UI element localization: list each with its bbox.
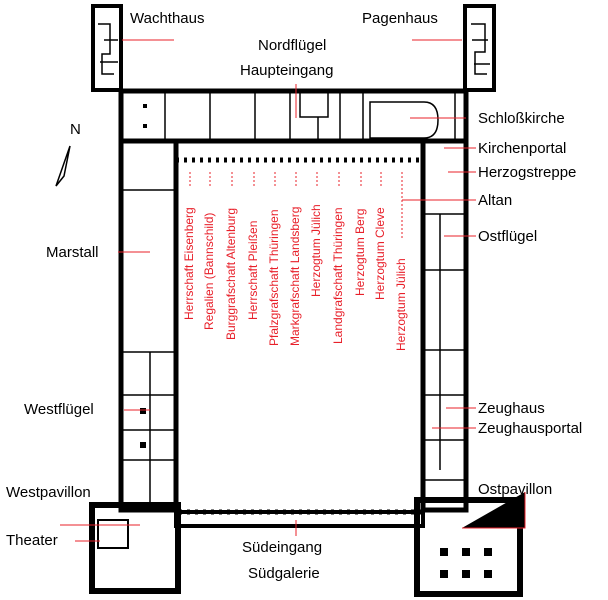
- ostfluegel-building: [420, 138, 469, 513]
- coat-of-arms-label: Herrschaft Eisenberg: [182, 207, 196, 320]
- leader-lines: [60, 39, 526, 542]
- coat-of-arms-label: Herzogtum Berg: [353, 208, 367, 296]
- label-north: N: [70, 121, 81, 138]
- nordfluegel-building: [118, 88, 469, 144]
- coat-of-arms-label: Herzogtum Cleve: [373, 207, 387, 300]
- westfluegel-building: [118, 138, 179, 513]
- label-westpavillon: Westpavillon: [6, 484, 91, 501]
- label-theater: Theater: [6, 532, 58, 549]
- ostpavillon-building: [414, 497, 523, 597]
- coat-of-arms-label: Herzogtum Jülich: [309, 204, 323, 297]
- red-dashes: [189, 172, 403, 240]
- label-marstall: Marstall: [46, 244, 99, 261]
- label-altan: Altan: [478, 192, 513, 209]
- coat-of-arms-label: Landgrafschaft Thüringen: [331, 207, 345, 344]
- label-kirchenportal: Kirchenportal: [478, 140, 567, 157]
- coat-of-arms-label: Herzogtum Jülich: [394, 258, 408, 351]
- label-herzogstreppe: Herzogstreppe: [478, 164, 577, 181]
- courtyard: [173, 157, 426, 515]
- wachthaus-building: [91, 4, 123, 92]
- label-wachthaus: Wachthaus: [130, 10, 205, 27]
- label-pagenhaus: Pagenhaus: [362, 10, 438, 27]
- label-nordfluegel: Nordflügel: [258, 37, 327, 54]
- westpavillon-building: [89, 502, 181, 594]
- coat-of-arms-label: Regalien (Bannschild): [202, 212, 216, 330]
- label-suedgalerie: Südgalerie: [248, 565, 320, 582]
- label-haupteingang: Haupteingang: [240, 62, 334, 79]
- coat-of-arms-label: Markgrafschaft Landsberg: [288, 206, 302, 346]
- label-suedeingang: Südeingang: [242, 539, 323, 556]
- theater-room: [97, 519, 129, 549]
- building-walls: [89, 4, 523, 597]
- coat-of-arms-label: Pfalzgrafschaft Thüringen: [267, 209, 281, 346]
- label-zeughausportal: Zeughausportal: [478, 420, 583, 437]
- compass: [55, 145, 71, 187]
- coat-of-arms-label: Herrschaft Pleißen: [246, 220, 260, 320]
- label-ostpavillon: Ostpavillon: [478, 481, 553, 498]
- label-westfluegel: Westflügel: [24, 401, 94, 418]
- label-zeughaus: Zeughaus: [478, 400, 545, 417]
- label-ostfluegel: Ostflügel: [478, 228, 538, 245]
- pagenhaus-building: [463, 4, 496, 92]
- coat-of-arms-label: Burggrafschaft Altenburg: [224, 207, 238, 340]
- pillar-marks: [140, 104, 492, 578]
- label-schlosskirche: Schloßkirche: [478, 110, 565, 127]
